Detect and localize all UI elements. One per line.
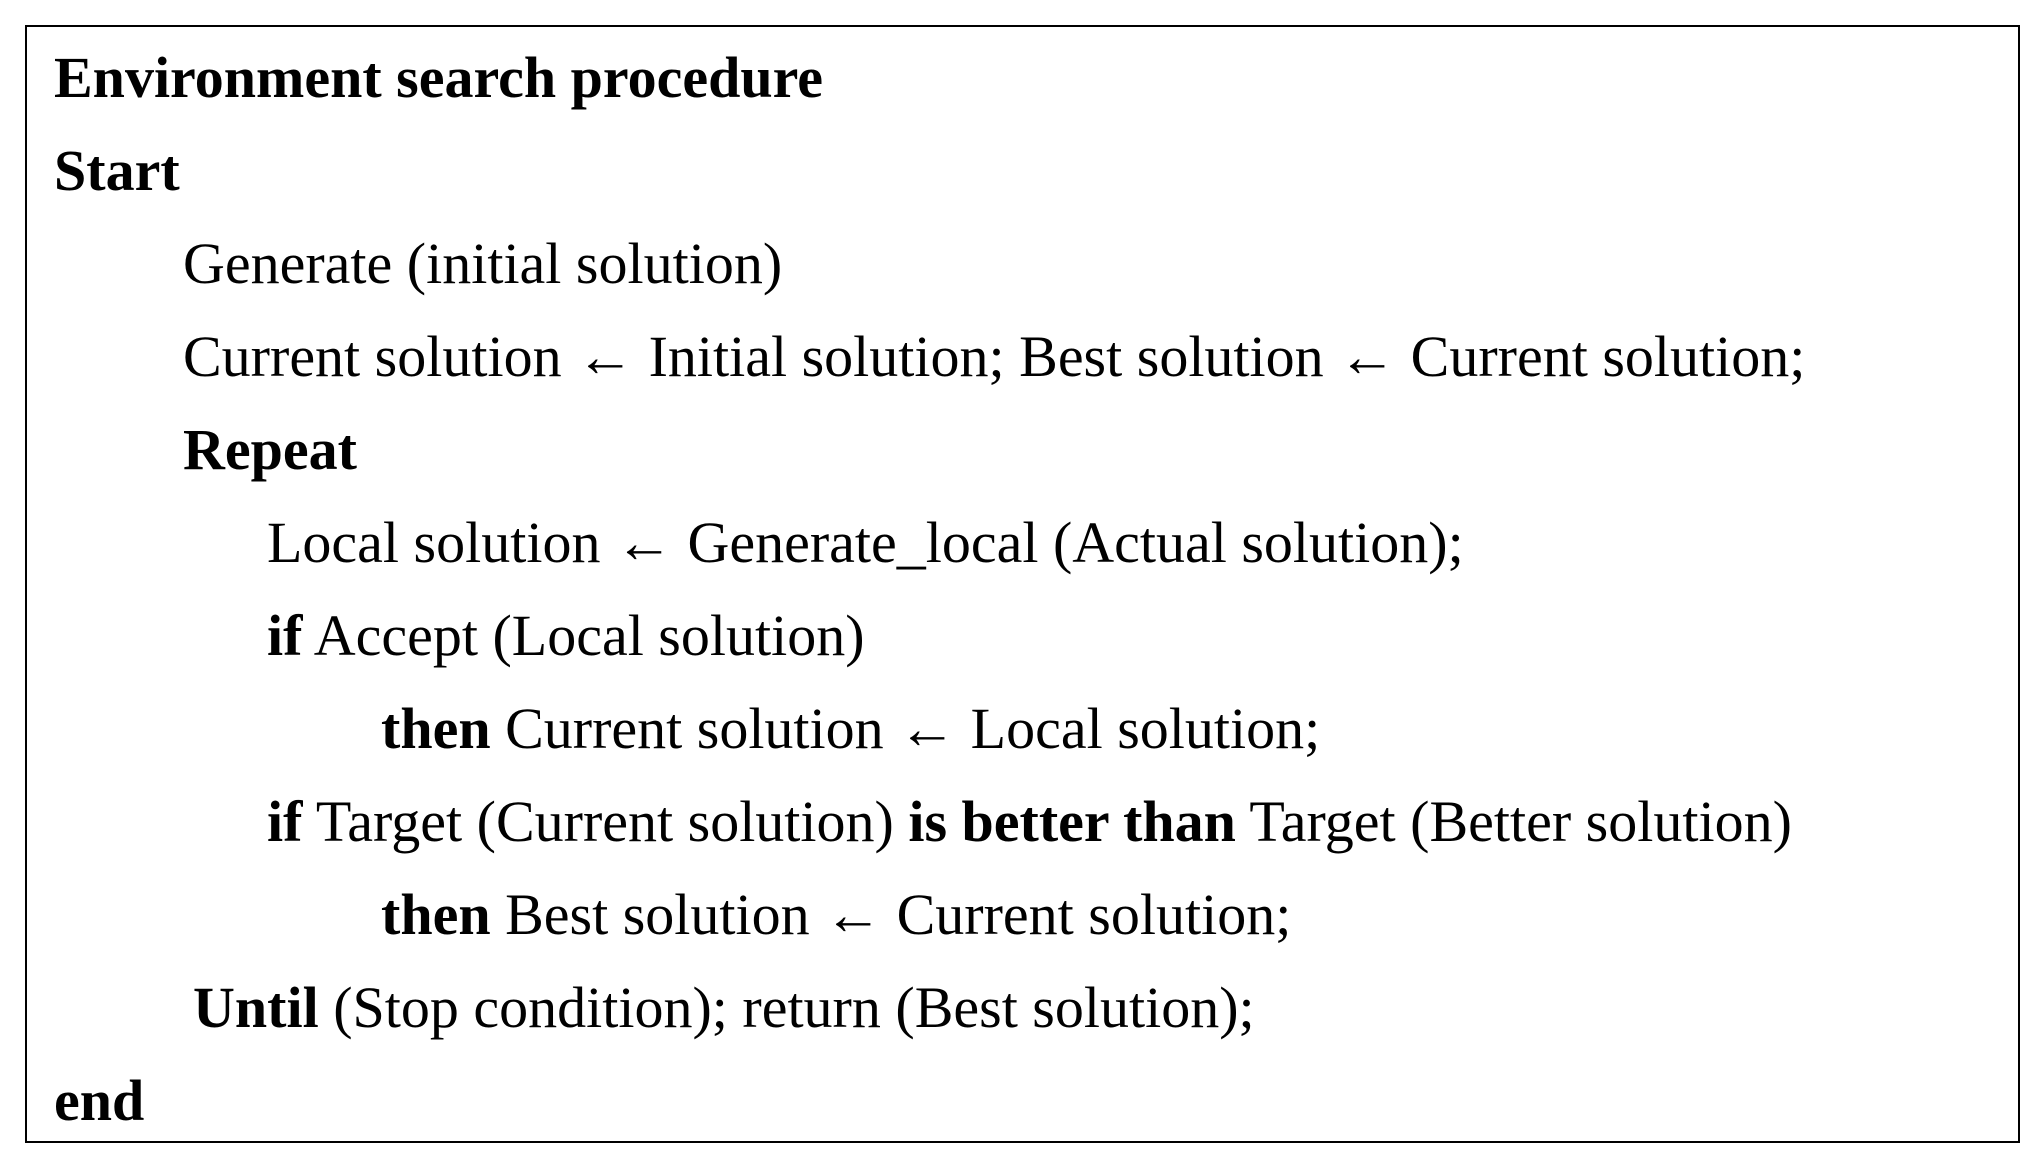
repeat-keyword: Repeat (183, 417, 357, 482)
is-better-than-keyword: is better than (908, 789, 1236, 854)
then-best-text: Best solution ← Current solution; (490, 882, 1292, 947)
if-accept-line: if Accept (Local solution) (267, 604, 865, 668)
until-text: (Stop condition); return (Best solution)… (318, 975, 1255, 1040)
if-keyword: if (267, 603, 303, 668)
then-best-line: then Best solution ← Current solution; (381, 883, 1291, 947)
start-keyword: Start (54, 138, 180, 203)
algorithm-title: Environment search procedure (54, 45, 824, 110)
local-solution-line: Local solution ← Generate_local (Actual … (267, 510, 1464, 575)
then-keyword: then (381, 882, 491, 947)
if-keyword: if (267, 789, 303, 854)
end-keyword: end (54, 1068, 145, 1133)
if-target-line: if Target (Current solution) is better t… (267, 790, 1792, 854)
assign-current-line: Current solution ← Initial solution; Bes… (183, 324, 1806, 389)
until-line: Until (Stop condition); return (Best sol… (193, 976, 1255, 1040)
algorithm-box (25, 25, 2020, 1143)
then-current-line: then Current solution ← Local solution; (381, 697, 1320, 761)
until-keyword: Until (193, 975, 319, 1040)
if-target-text-b: Target (Better solution) (1235, 789, 1792, 854)
then-keyword: then (381, 696, 491, 761)
if-target-text-a: Target (Current solution) (302, 789, 909, 854)
generate-line: Generate (initial solution) (183, 231, 783, 296)
if-accept-text: Accept (Local solution) (302, 603, 865, 668)
then-current-text: Current solution ← Local solution; (490, 696, 1321, 761)
